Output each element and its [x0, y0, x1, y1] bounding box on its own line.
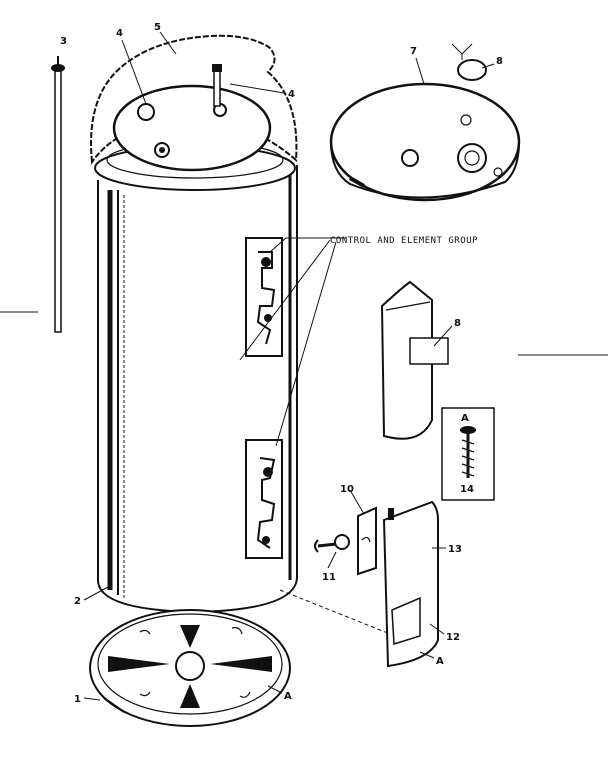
callout-4-right: 4	[288, 89, 295, 100]
lower-element-opening	[245, 439, 283, 559]
group-leader-lines	[239, 237, 391, 635]
callout-10: 10	[340, 484, 354, 495]
callout-A-cover: A	[436, 656, 444, 667]
top-cover	[329, 82, 521, 202]
callout-11: 11	[322, 572, 336, 583]
thermostat-bracket	[357, 506, 377, 576]
callout-5: 5	[154, 22, 161, 33]
callout-A-pan: A	[284, 691, 292, 702]
screw-detail-box	[441, 407, 495, 501]
callout-7: 7	[410, 46, 417, 57]
callout-8-top: 8	[496, 56, 503, 67]
lower-access-cover	[382, 500, 439, 668]
callout-leaders	[83, 31, 495, 701]
water-heater-tank	[90, 34, 298, 614]
top-plug	[451, 43, 487, 81]
bottom-pan	[89, 609, 291, 727]
anode-rod	[51, 56, 65, 333]
callout-A-box: A	[461, 413, 469, 424]
callout-1: 1	[74, 694, 81, 705]
callout-12: 12	[446, 632, 460, 643]
callout-3: 3	[60, 36, 67, 47]
callout-4-top: 4	[116, 28, 123, 39]
upper-element-opening	[245, 237, 283, 357]
callout-13: 13	[448, 544, 462, 555]
callout-2: 2	[74, 596, 81, 607]
callout-8-cover: 8	[454, 318, 461, 329]
upper-access-cover	[380, 280, 449, 440]
callout-14: 14	[460, 484, 474, 495]
thermostat-clip	[314, 534, 350, 553]
control-element-group-label: CONTROL AND ELEMENT GROUP	[330, 236, 478, 246]
